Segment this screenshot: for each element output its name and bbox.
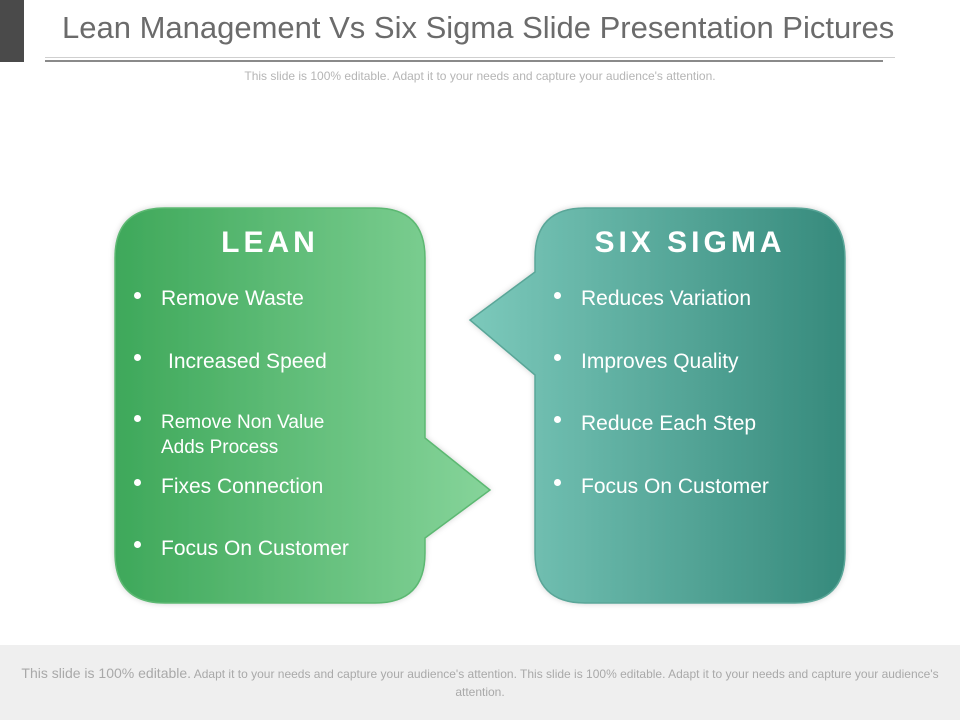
corner-accent-bar [0,0,24,62]
footer-text: This slide is 100% editable. Adapt it to… [20,664,940,701]
lean-bullet [134,479,141,486]
six-sigma-speech-bubble [468,207,846,604]
lean-bullet [134,415,141,422]
lean-heading: LEAN [221,226,319,259]
footer-band: This slide is 100% editable. Adapt it to… [0,645,960,720]
lean-item-remove-non-value: Remove Non Value [161,412,325,433]
six-sigma-item-improves-quality: Improves Quality [581,350,739,373]
lean-item-adds-process: Adds Process [161,437,279,458]
lean-bullet [134,541,141,548]
lean-item-increased-speed: Increased Speed [168,350,327,373]
lean-item-remove-waste: Remove Waste [161,287,304,310]
title-divider-light [45,57,895,58]
slide-title: Lean Management Vs Six Sigma Slide Prese… [62,10,895,45]
footer-body: Adapt it to your needs and capture your … [193,667,939,699]
lean-item-focus-on-customer: Focus On Customer [161,537,349,560]
six-sigma-item-reduces-variation: Reduces Variation [581,287,752,310]
lean-bullet [134,354,141,361]
six-sigma-bullet [554,292,561,299]
title-divider [45,60,883,62]
six-sigma-bullet [554,479,561,486]
lean-item-fixes-connection: Fixes Connection [161,475,324,498]
lean-bullet [134,292,141,299]
six-sigma-item-focus-on-customer: Focus On Customer [581,475,769,498]
lean-speech-bubble [114,207,492,604]
six-sigma-bullet [554,416,561,423]
six-sigma-item-reduce-each-step: Reduce Each Step [581,412,757,435]
six-sigma-bullet [554,354,561,361]
six-sigma-heading: SIX SIGMA [594,226,786,259]
footer-lead: This slide is 100% editable. [21,665,192,681]
slide-subtitle: This slide is 100% editable. Adapt it to… [244,69,716,83]
